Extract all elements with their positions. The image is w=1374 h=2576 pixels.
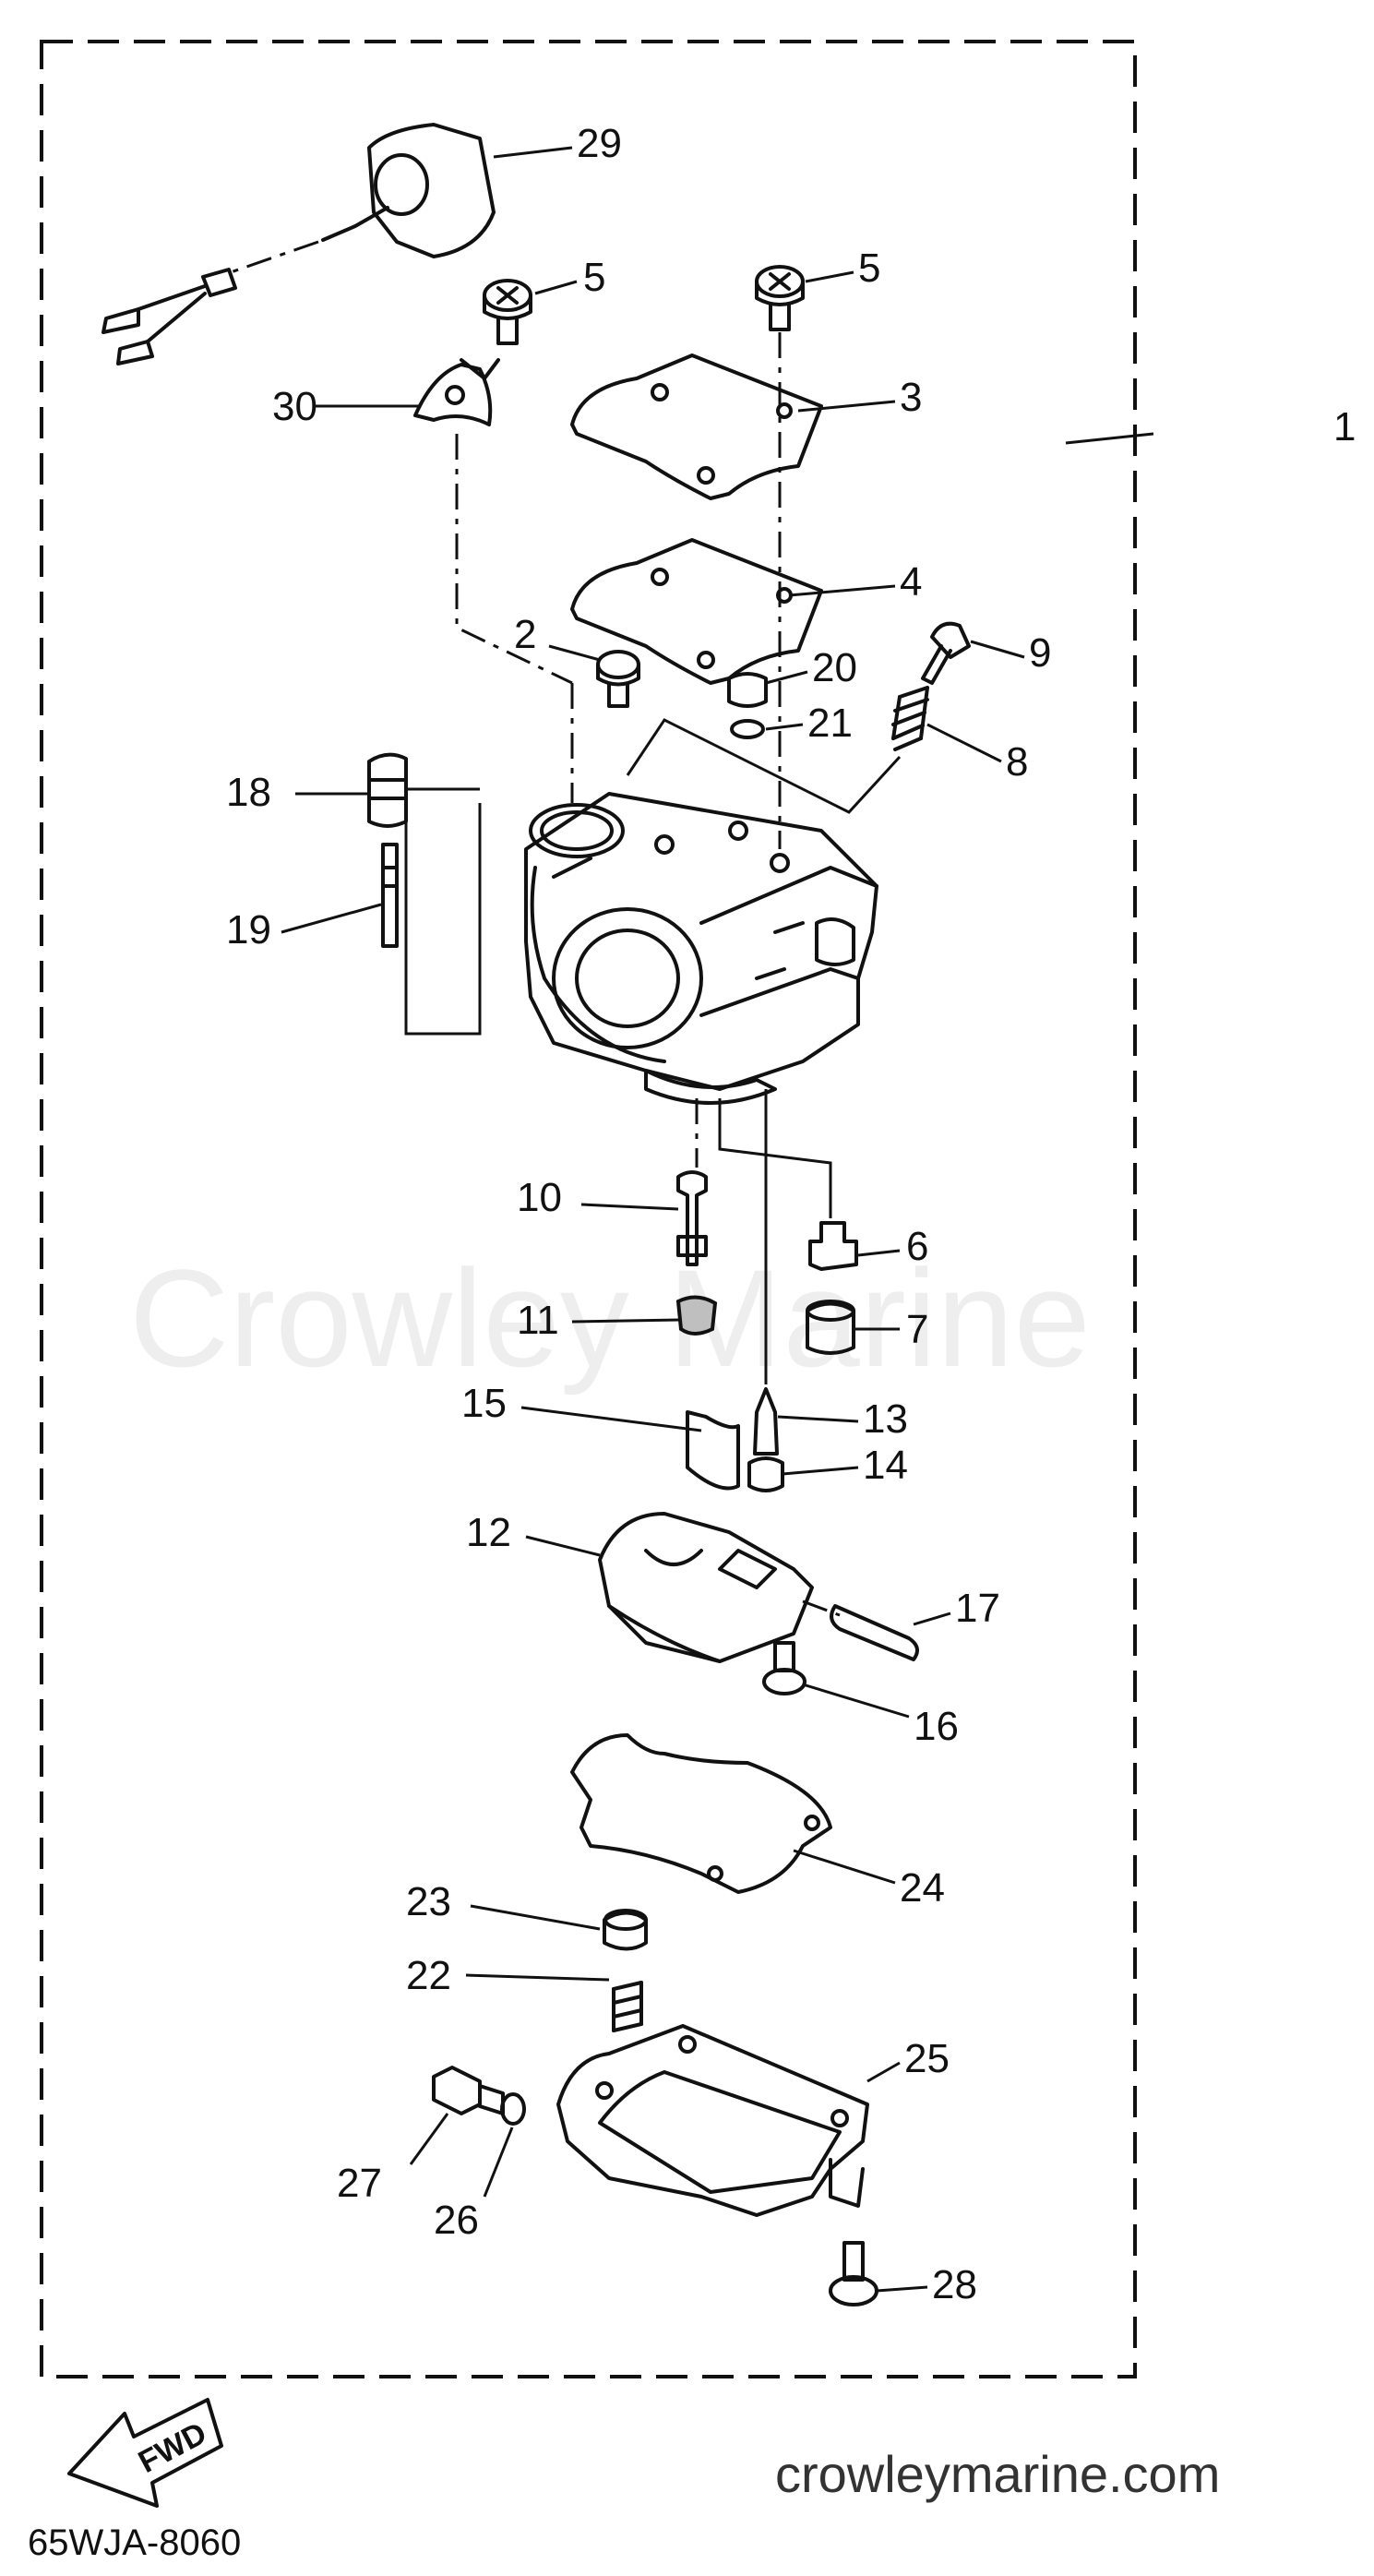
callout-2: 2 [514,612,536,657]
callout-29: 29 [577,121,622,166]
part-21-o-ring [730,719,765,739]
part-28-screw [829,2241,878,2306]
callout-30: 30 [272,384,317,429]
callout-7: 7 [906,1307,928,1352]
callout-5-right: 5 [858,246,880,291]
part-24-gasket [570,1733,832,1894]
callout-20: 20 [812,645,857,690]
part-26-washer [500,2092,526,2126]
callout-21: 21 [807,701,853,746]
part-23-cup [603,1909,648,1951]
part-2-screw [596,650,640,708]
callout-23: 23 [406,1879,451,1924]
part-12-float [598,1512,814,1663]
part-18-cap [367,752,408,828]
callout-22: 22 [406,1953,451,1998]
assembly-border [40,40,1137,2378]
watermark-text: Crowley Marine [129,1240,1091,1396]
part-8-spring [891,686,929,751]
callout-19: 19 [226,907,271,953]
forward-arrow-icon: FWD [67,2398,223,2508]
part-19-pin [381,843,399,948]
callout-14: 14 [863,1443,908,1488]
callout-1: 1 [1333,404,1356,449]
callout-11: 11 [517,1298,559,1343]
part-7-cap [806,1300,855,1355]
callout-27: 27 [337,2161,382,2206]
callout-labels: 1 2 3 4 5 5 6 7 8 9 10 11 12 13 14 15 16… [226,121,1356,2307]
callout-9: 9 [1029,630,1051,676]
part-14-seat [747,1456,784,1492]
part-9-screw [921,621,971,685]
callout-17: 17 [955,1586,1000,1631]
part-15-clip [686,1410,740,1491]
part-27-drain-screw [432,2066,505,2115]
callout-8: 8 [1006,739,1028,785]
part-16-screw [762,1641,806,1695]
website-label: crowleymarine.com [775,2445,1220,2503]
part-6-jet [808,1221,858,1271]
callout-13: 13 [863,1396,908,1442]
callout-24: 24 [900,1865,945,1911]
part-25-float-bowl [556,2024,869,2217]
callout-25: 25 [904,2036,950,2081]
part-10-jet-holder [676,1170,708,1266]
assembly-lines [404,332,902,1617]
part-5-screw-right [755,265,805,331]
part-22-spring [612,1981,643,2032]
part-13-needle-valve [753,1387,779,1456]
leader-lines [281,146,1154,2293]
carburetor-body [524,792,878,1105]
drawing-number: 65WJA-8060 [28,2522,241,2563]
callout-15: 15 [461,1381,507,1426]
callout-18: 18 [226,770,271,815]
part-3-cover-plate [570,353,823,500]
part-5-screw-left [483,279,532,345]
callout-10: 10 [517,1175,562,1220]
callout-4: 4 [900,559,922,605]
part-4-gasket [570,538,823,685]
callout-3: 3 [900,375,922,420]
callout-6: 6 [906,1224,928,1269]
callout-12: 12 [466,1510,511,1555]
part-29-cap [102,123,496,365]
callout-16: 16 [914,1704,959,1749]
callout-28: 28 [932,2262,977,2307]
part-30-clip [413,358,500,426]
callout-5-left: 5 [583,255,605,300]
part-17-pin [830,1604,919,1661]
part-11-seal [675,1295,718,1336]
callout-26: 26 [434,2198,479,2243]
part-20-plug [727,672,768,708]
